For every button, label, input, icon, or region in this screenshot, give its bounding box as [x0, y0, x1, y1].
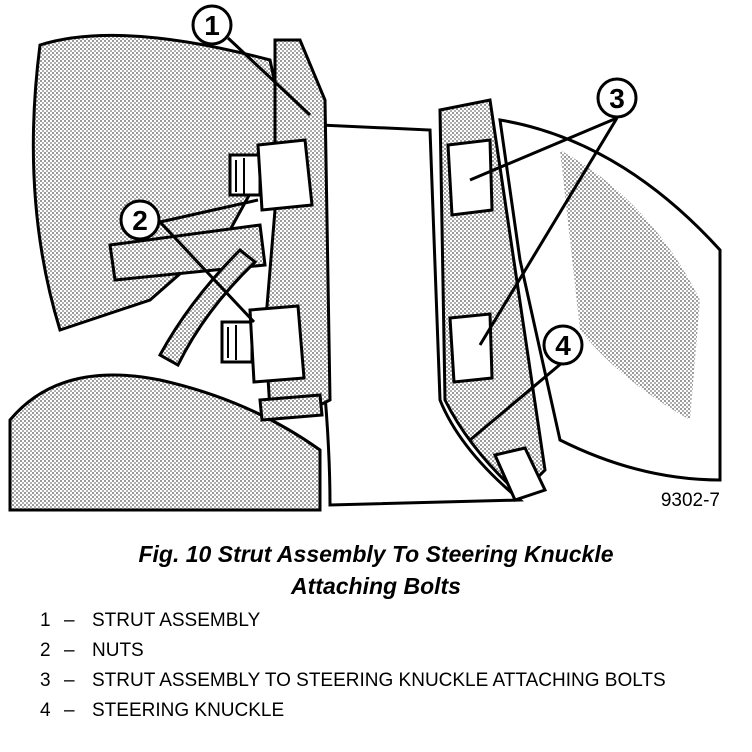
lower-nut: [220, 304, 306, 384]
figure-caption: Fig. 10 Strut Assembly To Steering Knuck…: [0, 538, 752, 602]
callout-4: 4: [542, 324, 584, 366]
svg-text:3: 3: [609, 83, 625, 114]
caption-line-1: Fig. 10 Strut Assembly To Steering Knuck…: [138, 541, 614, 567]
callout-2-leader-b: [158, 220, 256, 324]
strut-flange: [258, 393, 324, 422]
callout-3-leader-b: [478, 117, 619, 346]
legend-item: 4 – STEERING KNUCKLE: [40, 700, 285, 721]
svg-text:4: 4: [555, 330, 571, 361]
legend-item: 2 – NUTS: [40, 640, 144, 661]
svg-text:2: 2: [132, 205, 148, 236]
brake-hose: [157, 247, 258, 368]
svg-text:1: 1: [204, 10, 220, 41]
strut-knuckle-illustration: 1 2 3 4 9302-7: [8, 4, 722, 512]
upper-bolt: [446, 138, 494, 217]
upper-nut: [228, 138, 314, 212]
left-body-panel: [31, 33, 287, 332]
right-rotor-shading: [560, 150, 700, 420]
legend-item: 1 – STRUT ASSEMBLY: [40, 610, 261, 631]
callout-2: 2: [119, 199, 161, 241]
figure-id: 9302-7: [661, 490, 720, 511]
callout-2-leader-a: [159, 198, 259, 224]
legend: 1 – STRUT ASSEMBLY 2 – NUTS 3 – STRUT AS…: [40, 610, 730, 730]
lower-bolt: [448, 312, 494, 384]
caption-line-2: Attaching Bolts: [291, 573, 461, 599]
callout-3: 3: [596, 77, 638, 119]
callout-4-leader: [469, 360, 564, 442]
lower-left-panel: [8, 373, 322, 512]
legend-item: 3 – STRUT ASSEMBLY TO STEERING KNUCKLE A…: [40, 670, 666, 691]
callout-1-leader: [226, 36, 312, 117]
callout-3-leader-a: [469, 116, 618, 182]
callout-1: 1: [191, 4, 233, 46]
tie-rod: [492, 446, 548, 502]
